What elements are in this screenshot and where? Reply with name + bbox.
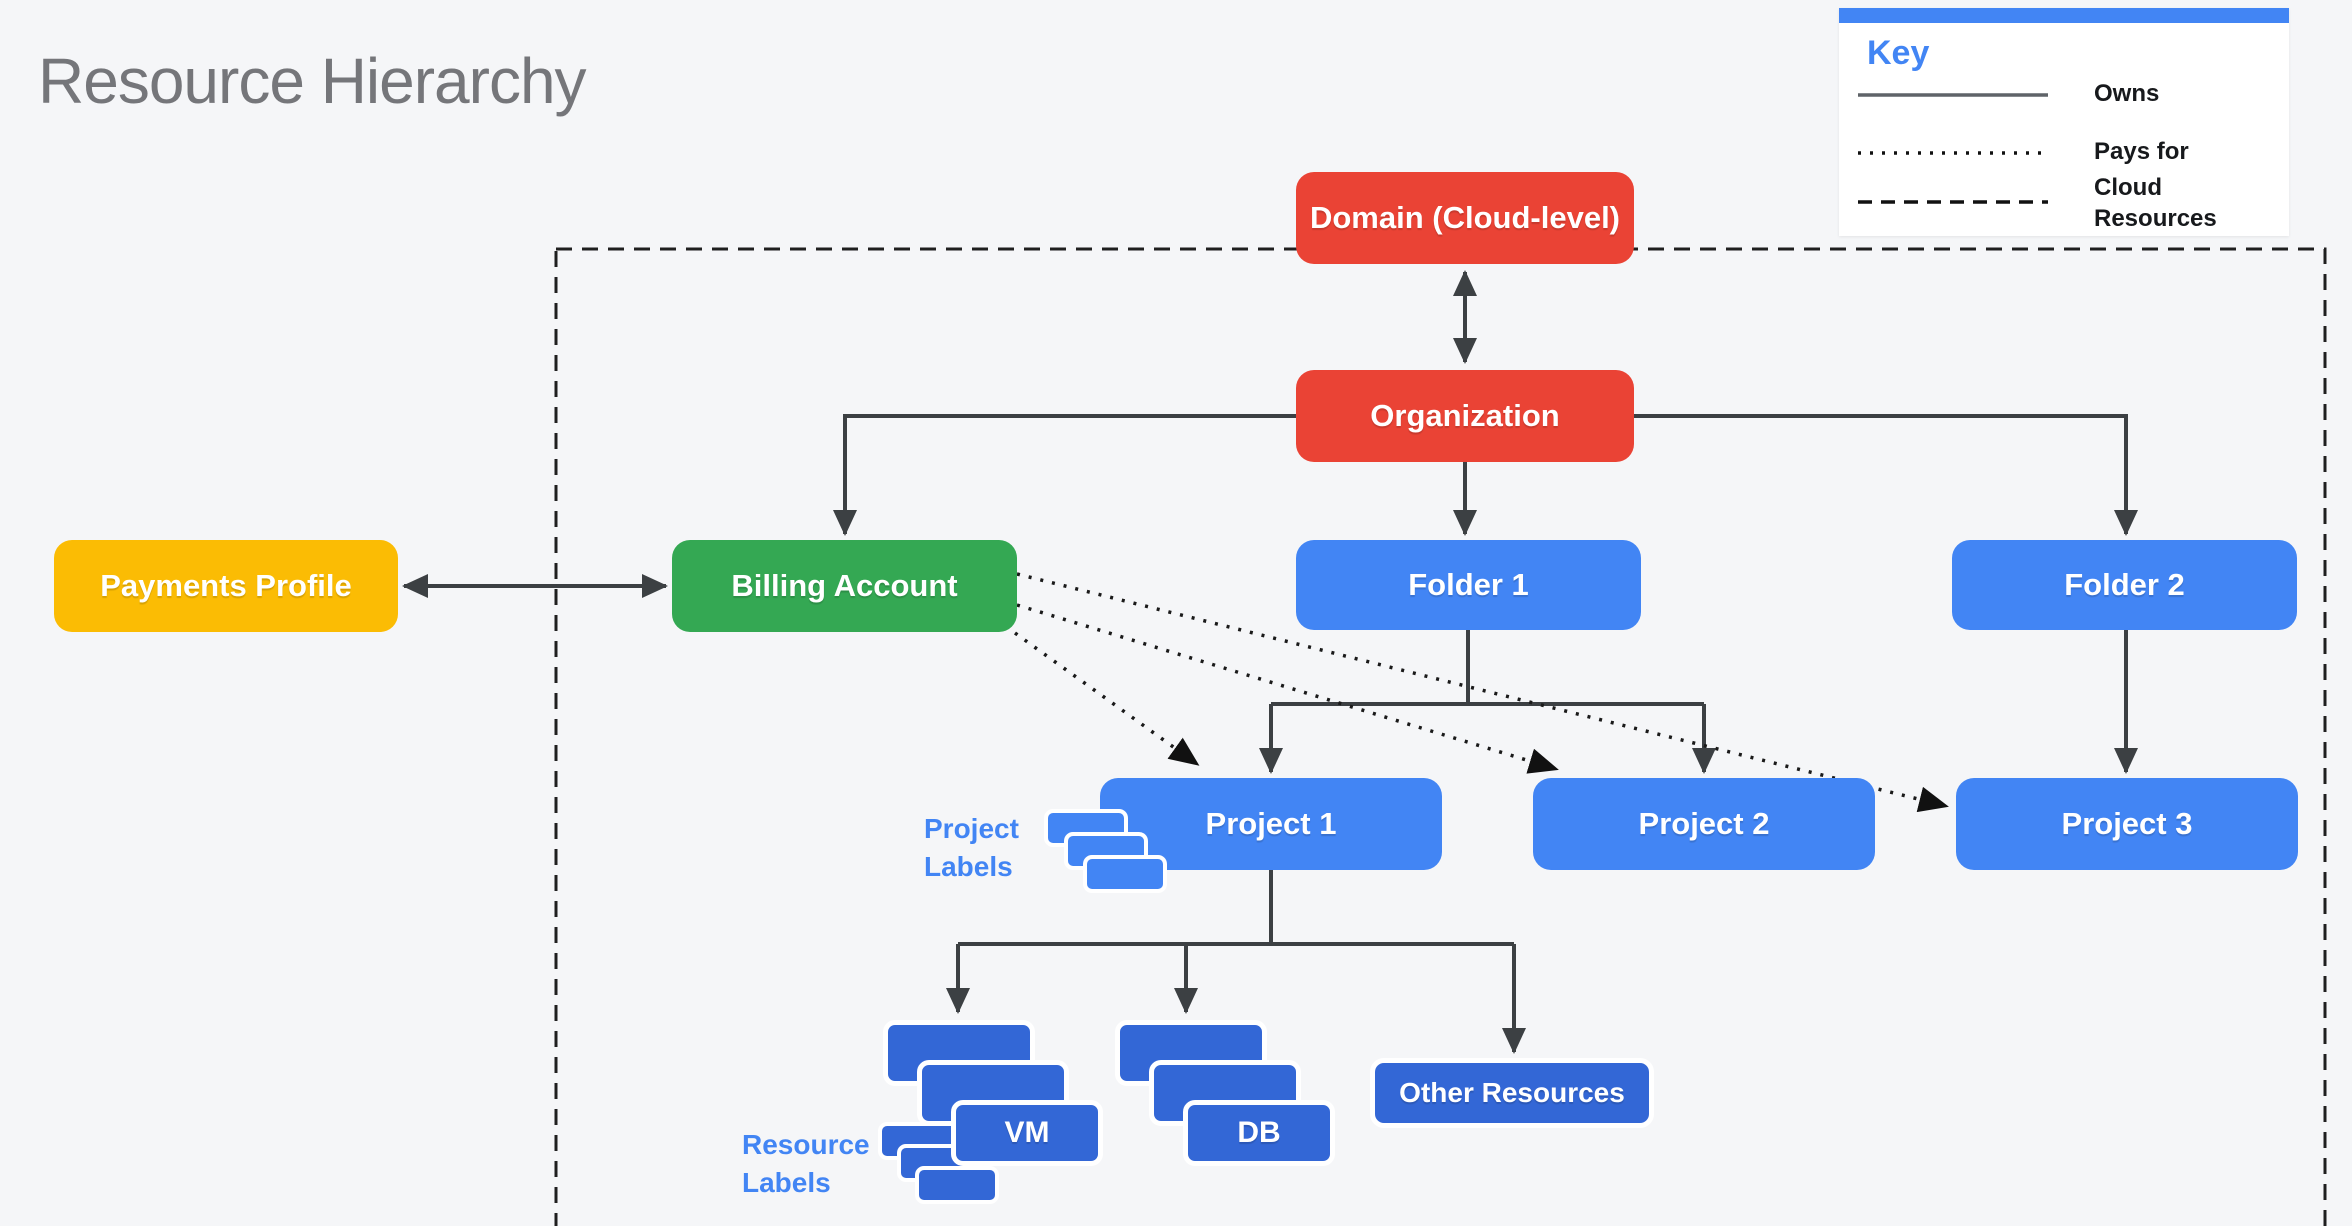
edge-billing-project1-paysfor — [1013, 631, 1200, 766]
legend-top-bar — [1839, 8, 2289, 23]
node-domain-label: Domain (Cloud-level) — [1309, 200, 1620, 235]
node-payments-profile-label: Payments Profile — [100, 568, 352, 603]
node-domain: Domain (Cloud-level) — [1296, 172, 1634, 264]
node-vm-label: VM — [1004, 1116, 1050, 1149]
page-title: Resource Hierarchy — [38, 45, 587, 117]
node-other-resources: Other Resources — [1370, 1058, 1654, 1128]
node-folder-1-label: Folder 1 — [1408, 567, 1529, 602]
legend-label-owns: Owns — [2094, 80, 2160, 107]
node-project-1-label: Project 1 — [1205, 806, 1337, 841]
project-labels-annotation: Project Labels — [924, 813, 1019, 882]
edge-organization-billing — [833, 414, 1296, 536]
resource-label-chip — [915, 1166, 999, 1204]
legend-solid-line-sample — [1858, 93, 2048, 97]
node-billing-account-label: Billing Account — [731, 568, 958, 603]
node-db: DB — [1183, 1100, 1335, 1166]
node-db-label: DB — [1237, 1116, 1281, 1149]
node-other-resources-label: Other Resources — [1399, 1077, 1625, 1108]
resource-labels-annotation: Resource Labels — [742, 1129, 870, 1198]
edge-organization-folder2 — [1634, 414, 2138, 536]
node-project-1: Project 1 — [1100, 778, 1442, 870]
node-project-3: Project 3 — [1956, 778, 2298, 870]
node-folder-2-label: Folder 2 — [2064, 567, 2185, 602]
project-label-chip — [1083, 855, 1167, 893]
legend: Key Owns Pays for Cloud Resources — [1839, 8, 2289, 236]
node-project-3-label: Project 3 — [2061, 806, 2193, 841]
node-payments-profile: Payments Profile — [54, 540, 398, 632]
node-organization: Organization — [1296, 370, 1634, 462]
node-folder-2: Folder 2 — [1952, 540, 2297, 630]
node-vm: VM — [951, 1100, 1103, 1166]
node-folder-1: Folder 1 — [1296, 540, 1641, 630]
node-billing-account: Billing Account — [672, 540, 1017, 632]
node-project-2-label: Project 2 — [1638, 806, 1770, 841]
legend-dashed-line-sample — [1858, 200, 2048, 204]
legend-dotted-line-sample — [1858, 151, 2048, 155]
legend-label-cloud-resources: Cloud Resources — [2094, 174, 2217, 232]
node-project-2: Project 2 — [1533, 778, 1875, 870]
edge-billing-project2-paysfor — [1016, 603, 1559, 774]
legend-label-pays-for: Pays for — [2094, 138, 2189, 165]
node-organization-label: Organization — [1370, 398, 1560, 433]
legend-title: Key — [1867, 34, 1930, 72]
